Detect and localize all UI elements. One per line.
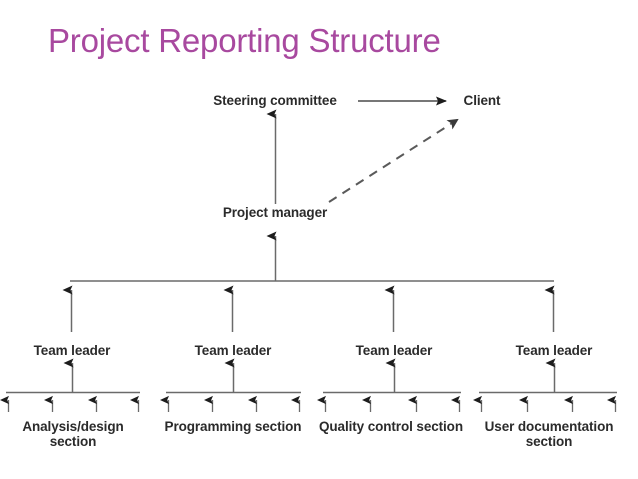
node-section-user-documentation: User documentation section [484,419,614,449]
section-group-4-connectors [473,358,617,412]
section-group-3-connectors [317,358,461,412]
node-section-analysis-design: Analysis/design section [22,419,124,449]
section-group-2-connectors [160,358,301,412]
node-team-leader-2: Team leader [194,343,272,358]
node-team-leader-1: Team leader [33,343,111,358]
section-group-1-connectors [0,358,140,412]
node-section-programming: Programming section [164,419,302,434]
node-team-leader-4: Team leader [515,343,593,358]
node-project-manager: Project manager [222,205,328,220]
node-client: Client [463,93,501,108]
connector-pm-to-client-dashed [328,118,459,203]
page-title: Project Reporting Structure [48,22,441,59]
node-team-leader-3: Team leader [355,343,433,358]
node-steering-committee: Steering committee [213,93,337,108]
team-leader-bus [62,280,555,332]
node-section-quality-control: Quality control section [319,419,463,434]
